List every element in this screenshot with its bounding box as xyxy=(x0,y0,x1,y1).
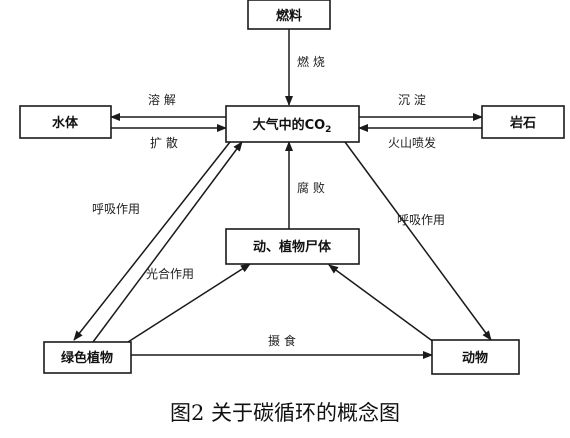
node-fuel-label: 燃料 xyxy=(276,8,302,24)
edge-label-animal-respiration: 呼吸作用 xyxy=(397,213,445,227)
node-animals: 动物 xyxy=(431,339,520,375)
node-remains: 动、植物尸体 xyxy=(225,228,360,265)
edge-label-dissolve: 溶 解 xyxy=(148,92,176,107)
arrow-animals-to-remains xyxy=(328,264,443,349)
edge-label-decompose: 腐 败 xyxy=(297,180,325,195)
arrow-plants-to-atmosphere xyxy=(92,141,243,343)
node-water-label: 水体 xyxy=(52,115,79,131)
figure-caption: 图2 关于碳循环的概念图 xyxy=(170,401,400,425)
node-atmosphere: 大气中的CO2 xyxy=(225,105,360,143)
node-plants-label: 绿色植物 xyxy=(61,350,113,366)
edge-label-ingestion: 摄 食 xyxy=(268,333,296,348)
edge-label-burning: 燃 烧 xyxy=(297,54,325,69)
node-rock-label: 岩石 xyxy=(509,115,536,131)
node-fuel: 燃料 xyxy=(247,0,331,30)
node-remains-label: 动、植物尸体 xyxy=(253,239,332,255)
node-atmosphere-label: 大气中的CO2 xyxy=(253,117,332,135)
node-animals-label: 动物 xyxy=(462,350,488,366)
arrow-atmosphere-to-animals xyxy=(344,141,492,341)
edge-label-sediment: 沉 淀 xyxy=(398,93,426,107)
edge-label-plant-respiration: 呼吸作用 xyxy=(92,202,140,216)
node-plants: 绿色植物 xyxy=(43,341,132,374)
node-water: 水体 xyxy=(19,105,112,139)
node-rock: 岩石 xyxy=(481,105,565,139)
arrow-atmosphere-to-plants xyxy=(73,141,231,341)
edge-label-diffuse: 扩 散 xyxy=(150,135,178,150)
arrow-plants-to-remains xyxy=(127,263,251,343)
edge-label-volcano: 火山喷发 xyxy=(388,135,436,150)
edge-label-photosynthesis: 光合作用 xyxy=(146,266,194,281)
